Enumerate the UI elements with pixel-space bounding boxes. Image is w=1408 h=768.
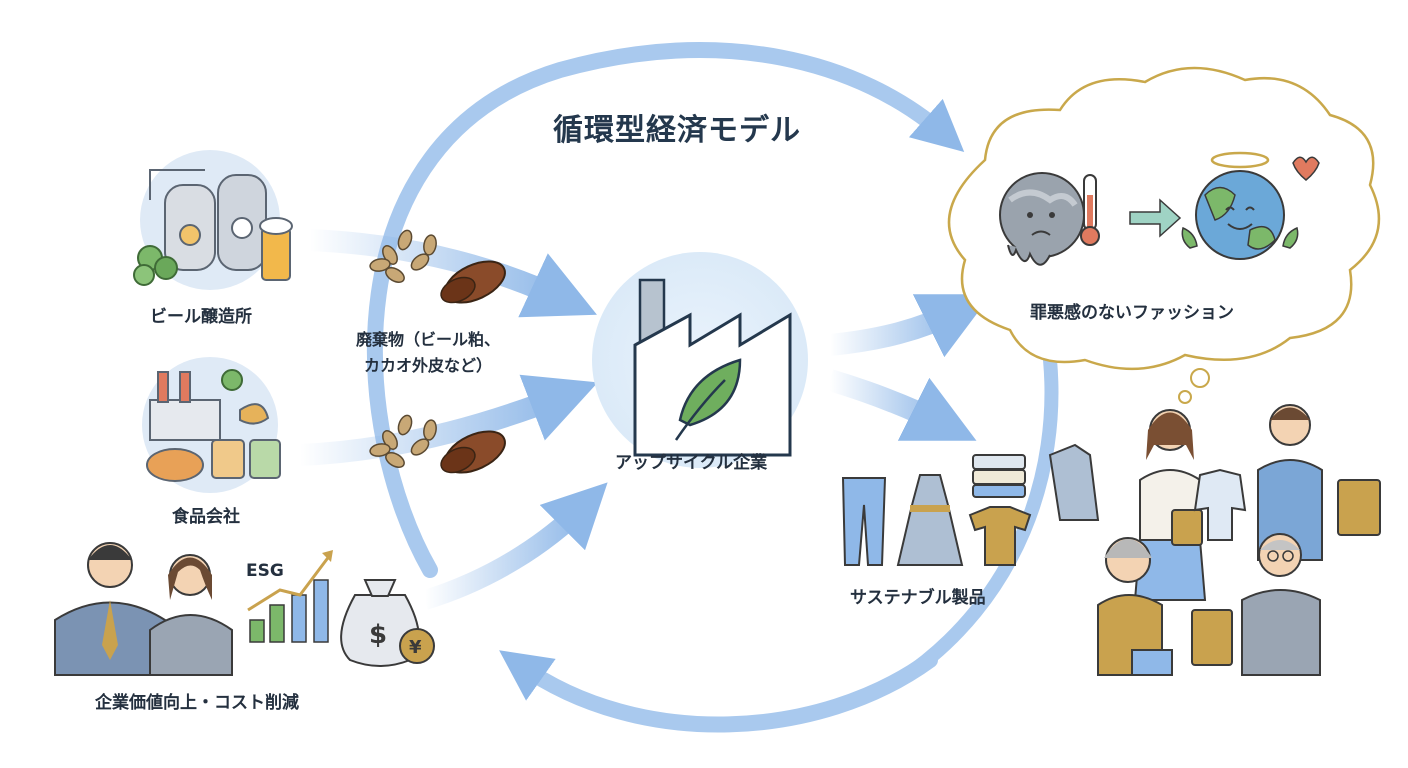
business-people-icon: [54, 542, 233, 676]
yen-sign: ¥: [409, 637, 422, 658]
happy-earth-icon: [1181, 151, 1320, 260]
brewery-icon: [133, 150, 293, 290]
brewery-label: ビール醸造所: [150, 307, 252, 327]
flow-arrow-corporate: [422, 482, 608, 610]
food-company-icon: [142, 357, 281, 493]
food-company-label: 食品会社: [172, 506, 240, 527]
cycle-arc-right: [893, 353, 1059, 687]
flow-arrow-brewery: [309, 229, 597, 318]
flow-arrow-food: [299, 374, 598, 466]
waste-label-line: カカオ外皮など）: [364, 356, 492, 375]
diagram-title: 循環型経済モデル: [553, 113, 801, 148]
upcycle-label: アップサイクル企業: [615, 452, 767, 473]
guilt-free-label: 罪悪感のないファッション: [1030, 302, 1234, 323]
cycle-arc-top: [366, 42, 965, 578]
corporate-label: 企業価値向上・コスト削減: [94, 692, 299, 713]
consumers-icon: [1048, 404, 1381, 676]
products-label: サステナブル製品: [850, 587, 986, 608]
cycle-arc-bottom: [499, 650, 938, 733]
arrow-right-icon: [1129, 198, 1182, 238]
flow-arrow-to-products: [826, 369, 977, 441]
waste-label-line: 廃棄物（ビール粕、: [356, 330, 500, 349]
flow-arrow-to-cloud: [828, 294, 992, 358]
flow-arrows: [299, 229, 992, 610]
sustainable-clothing-icon: [841, 454, 1032, 566]
upcycle-factory-icon: [592, 252, 808, 468]
waste-label: 廃棄物（ビール粕、カカオ外皮など）: [356, 330, 500, 375]
dollar-sign: $: [369, 620, 387, 650]
money-bag-icon: $ ¥: [340, 579, 435, 667]
grain-cacao-icon-bottom: [369, 414, 506, 474]
grain-cacao-icon-top: [369, 229, 506, 304]
esg-growth-chart-icon: ESG: [246, 550, 333, 643]
cycle-arrows: [366, 42, 1059, 733]
esg-label: ESG: [246, 561, 284, 581]
melting-earth-icon: [999, 172, 1100, 266]
